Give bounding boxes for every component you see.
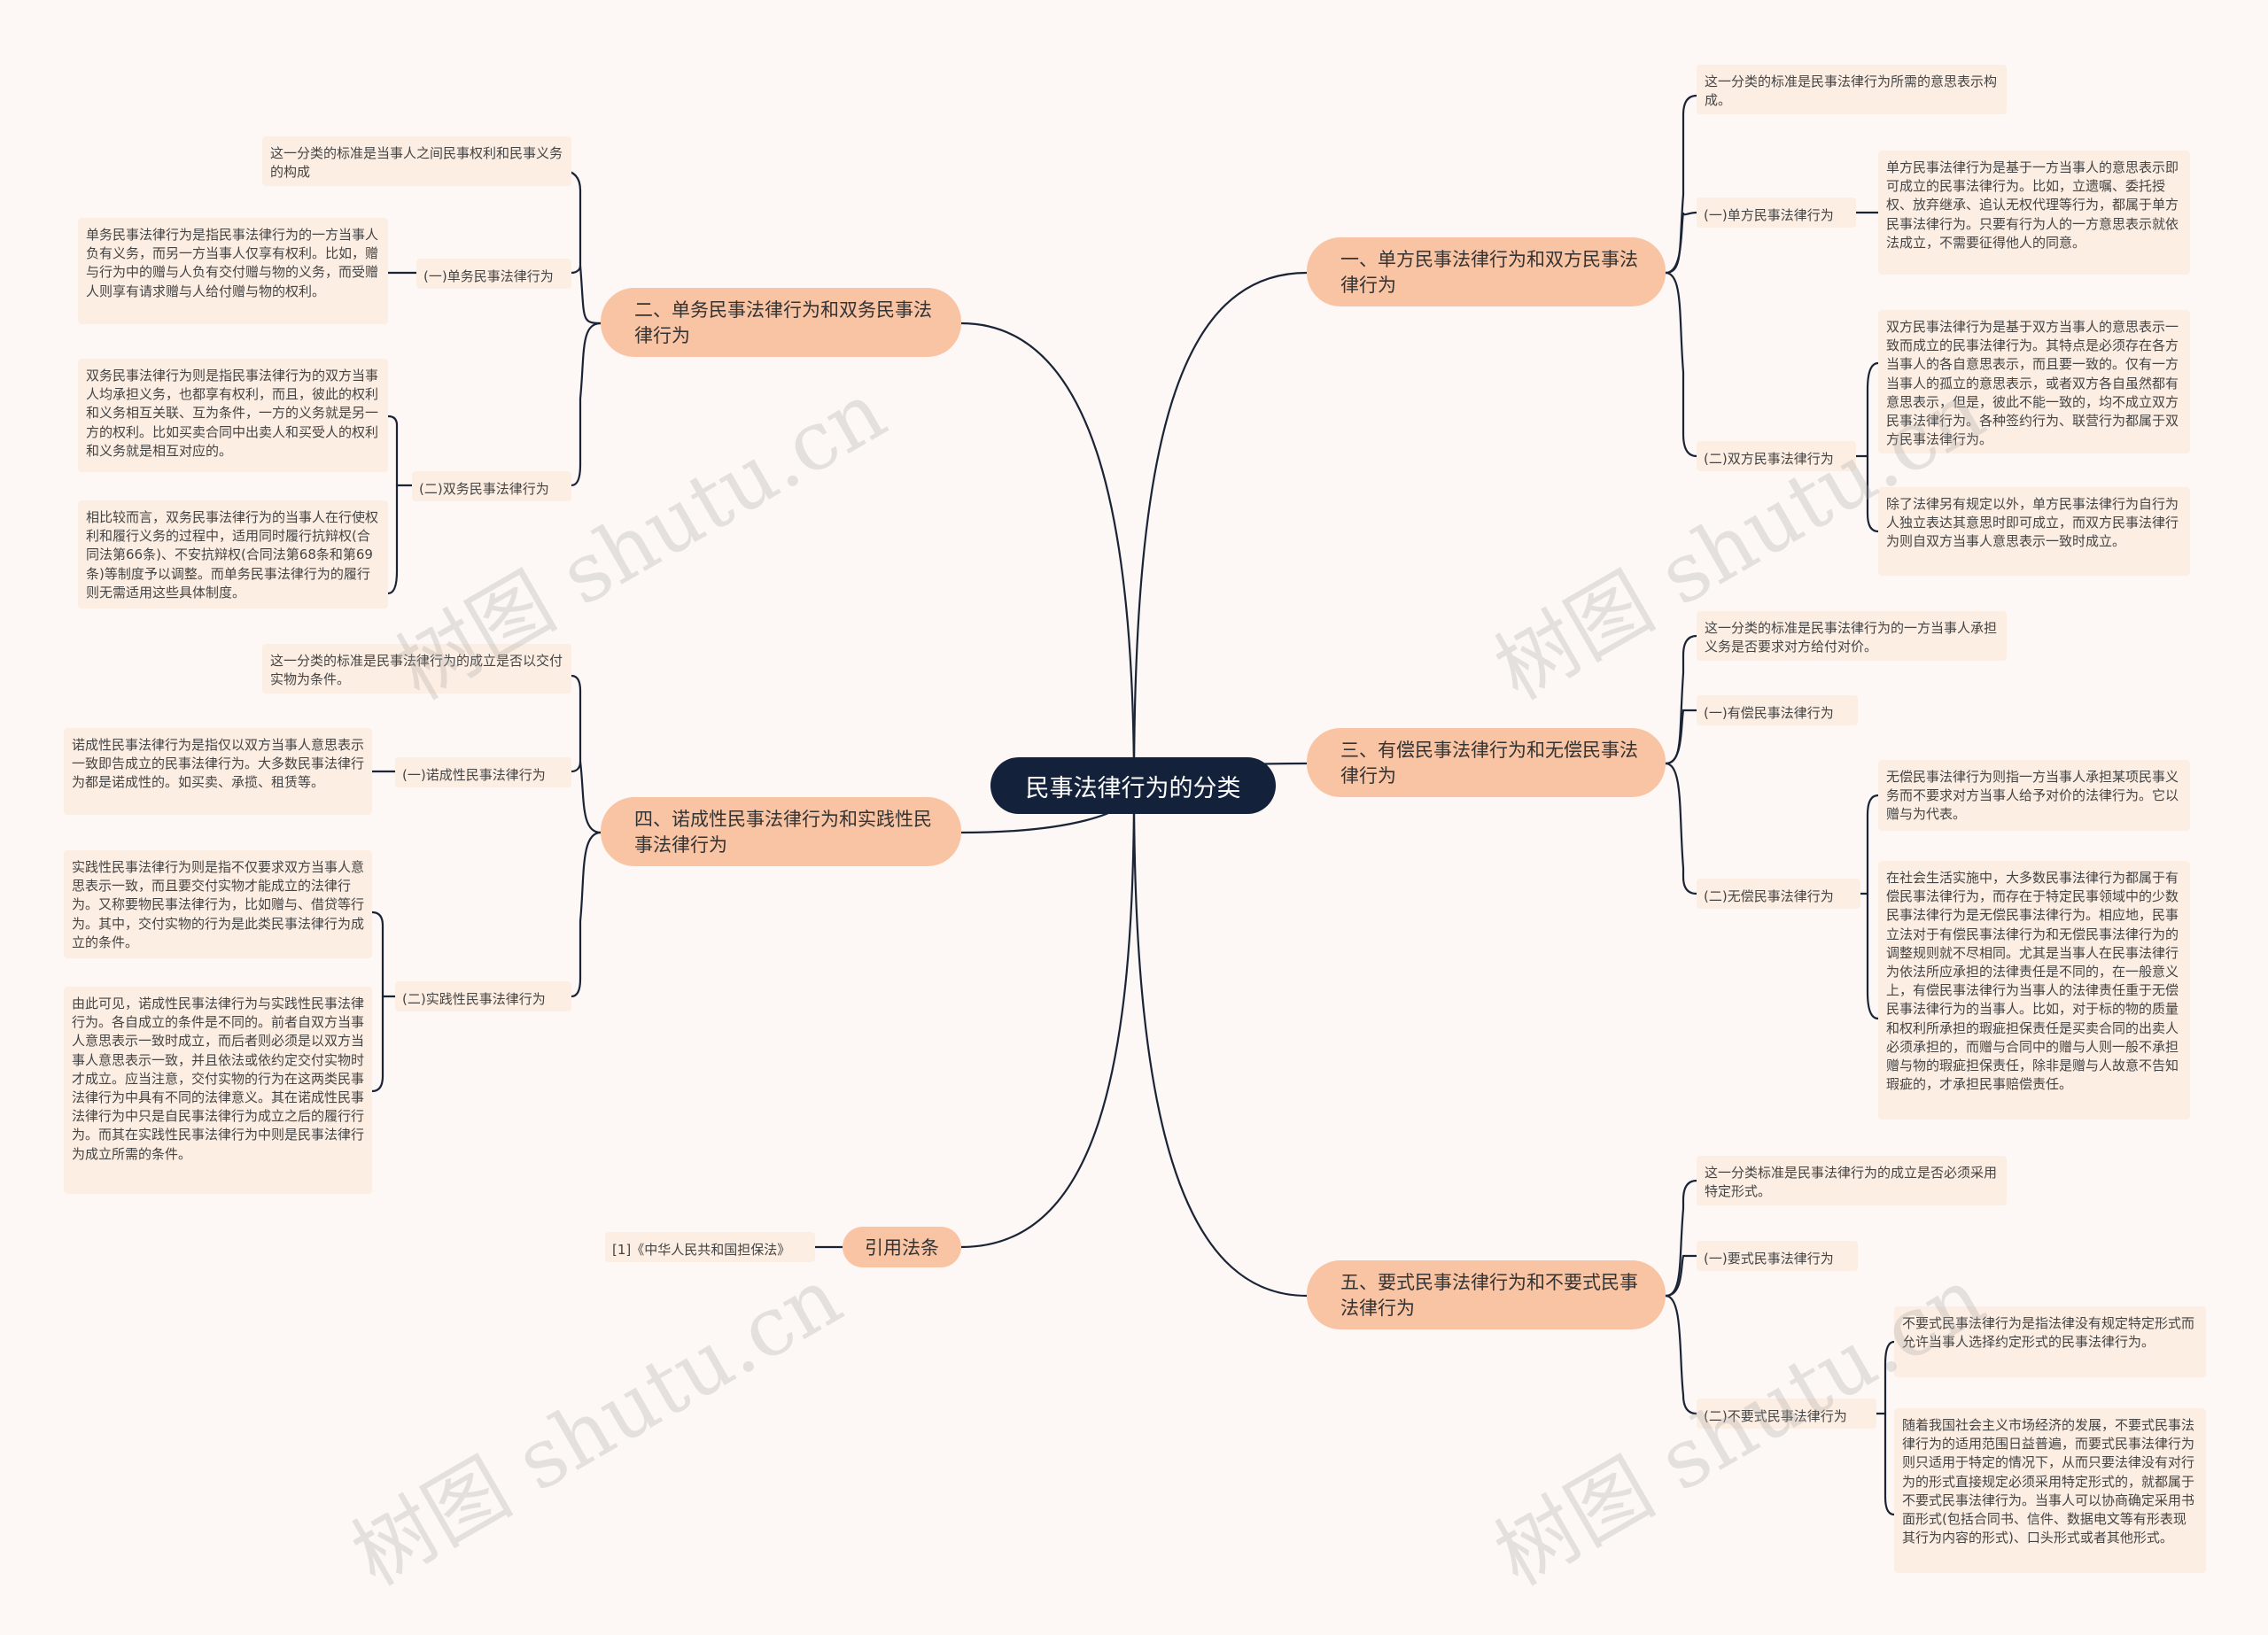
leaf-unilateral-act-1[interactable]: 单方民事法律行为是基于一方当事人的意思表示即可成立的民事法律行为。比如，立遗嘱、… xyxy=(1878,151,2190,275)
ref-guarantee-law[interactable]: [1]《中华人民共和国担保法》 xyxy=(605,1232,815,1262)
leaf-bilateral-act-1[interactable]: 双方民事法律行为是基于双方当事人的意思表示一致而成立的民事法律行为。其特点是必须… xyxy=(1878,310,2190,453)
sub-formal-act[interactable]: (一)要式民事法律行为 xyxy=(1697,1241,1858,1271)
sub-real-act[interactable]: (二)实践性民事法律行为 xyxy=(395,981,571,1011)
leaf-gratuitous-act-2[interactable]: 在社会生活实施中，大多数民事法律行为都属于有偿民事法律行为，而存在于特定民事领域… xyxy=(1878,861,2190,1120)
link-root-l1 xyxy=(960,322,1136,789)
leaf-informal-act-1[interactable]: 不要式民事法律行为是指法律没有规定特定形式而允许当事人选择约定形式的民事法律行为… xyxy=(1894,1306,2206,1377)
sub-consensual-act[interactable]: (一)诺成性民事法律行为 xyxy=(395,757,571,787)
topic-unilateral-bilateral-obligation[interactable]: 二、单务民事法律行为和双务民事法律行为 xyxy=(601,288,961,357)
sub-bilateral-obligation[interactable]: (二)双务民事法律行为 xyxy=(412,471,571,501)
topic-cited-law[interactable]: 引用法条 xyxy=(843,1227,961,1267)
sub-informal-act[interactable]: (二)不要式民事法律行为 xyxy=(1697,1399,1876,1429)
criterion-left-2[interactable]: 这一分类的标准是民事法律行为的成立是否以交付实物为条件。 xyxy=(262,644,571,694)
sub-onerous-act[interactable]: (一)有偿民事法律行为 xyxy=(1697,695,1858,725)
leaf-real-act-1[interactable]: 实践性民事法律行为则是指不仅要求双方当事人意思表示一致，而且要交付实物才能成立的… xyxy=(64,850,372,958)
link-root-r3 xyxy=(1132,787,1308,1298)
leaf-unilateral-obligation-1[interactable]: 单务民事法律行为是指民事法律行为的一方当事人负有义务，而另一方当事人仅享有权利。… xyxy=(78,218,388,324)
sub-bilateral-act[interactable]: (二)双方民事法律行为 xyxy=(1697,441,1856,471)
criterion-right-1[interactable]: 这一分类的标准是民事法律行为所需的意思表示构成。 xyxy=(1697,65,2007,114)
leaf-consensual-act-1[interactable]: 诺成性民事法律行为是指仅以双方当事人意思表示一致即告成立的民事法律行为。大多数民… xyxy=(64,728,372,815)
sub-gratuitous-act[interactable]: (二)无偿民事法律行为 xyxy=(1697,879,1860,909)
topic-unilateral-bilateral-act[interactable]: 一、单方民事法律行为和双方民事法律行为 xyxy=(1307,237,1666,306)
sub-unilateral-act[interactable]: (一)单方民事法律行为 xyxy=(1697,198,1856,228)
leaf-gratuitous-act-1[interactable]: 无偿民事法律行为则指一方当事人承担某项民事义务而不要求对方当事人给予对价的法律行… xyxy=(1878,760,2190,831)
link-root-r1 xyxy=(1132,271,1308,789)
sub-unilateral-obligation[interactable]: (一)单务民事法律行为 xyxy=(416,259,571,289)
leaf-informal-act-2[interactable]: 随着我国社会主义市场经济的发展，不要式民事法律行为的适用范围日益普遍，而要式民事… xyxy=(1894,1408,2206,1573)
leaf-real-act-2[interactable]: 由此可见，诺成性民事法律行为与实践性民事法律行为。各自成立的条件是不同的。前者自… xyxy=(64,987,372,1194)
leaf-bilateral-act-2[interactable]: 除了法律另有规定以外，单方民事法律行为自行为人独立表达其意思时即可成立，而双方民… xyxy=(1878,487,2190,576)
topic-formal-informal-act[interactable]: 五、要式民事法律行为和不要式民事法律行为 xyxy=(1307,1260,1666,1329)
topic-onerous-gratuitous-act[interactable]: 三、有偿民事法律行为和无偿民事法律行为 xyxy=(1307,728,1666,797)
leaf-bilateral-obligation-2[interactable]: 相比较而言，双务民事法律行为的当事人在行使权利和履行义务的过程中，适用同时履行抗… xyxy=(78,500,388,608)
topic-consensual-real-acts[interactable]: 四、诺成性民事法律行为和实践性民事法律行为 xyxy=(601,797,961,866)
criterion-left-1[interactable]: 这一分类的标准是当事人之间民事权利和民事义务的构成 xyxy=(262,136,571,186)
leaf-bilateral-obligation-1[interactable]: 双务民事法律行为则是指民事法律行为的双方当事人均承担义务，也都享有权利，而且，彼… xyxy=(78,359,388,472)
criterion-right-2[interactable]: 这一分类的标准是民事法律行为的一方当事人承担义务是否要求对方给付对价。 xyxy=(1697,611,2007,661)
root-topic[interactable]: 民事法律行为的分类 xyxy=(990,757,1276,814)
criterion-right-3[interactable]: 这一分类标准是民事法律行为的成立是否必须采用特定形式。 xyxy=(1697,1156,2007,1205)
link-root-l3 xyxy=(960,787,1136,1249)
